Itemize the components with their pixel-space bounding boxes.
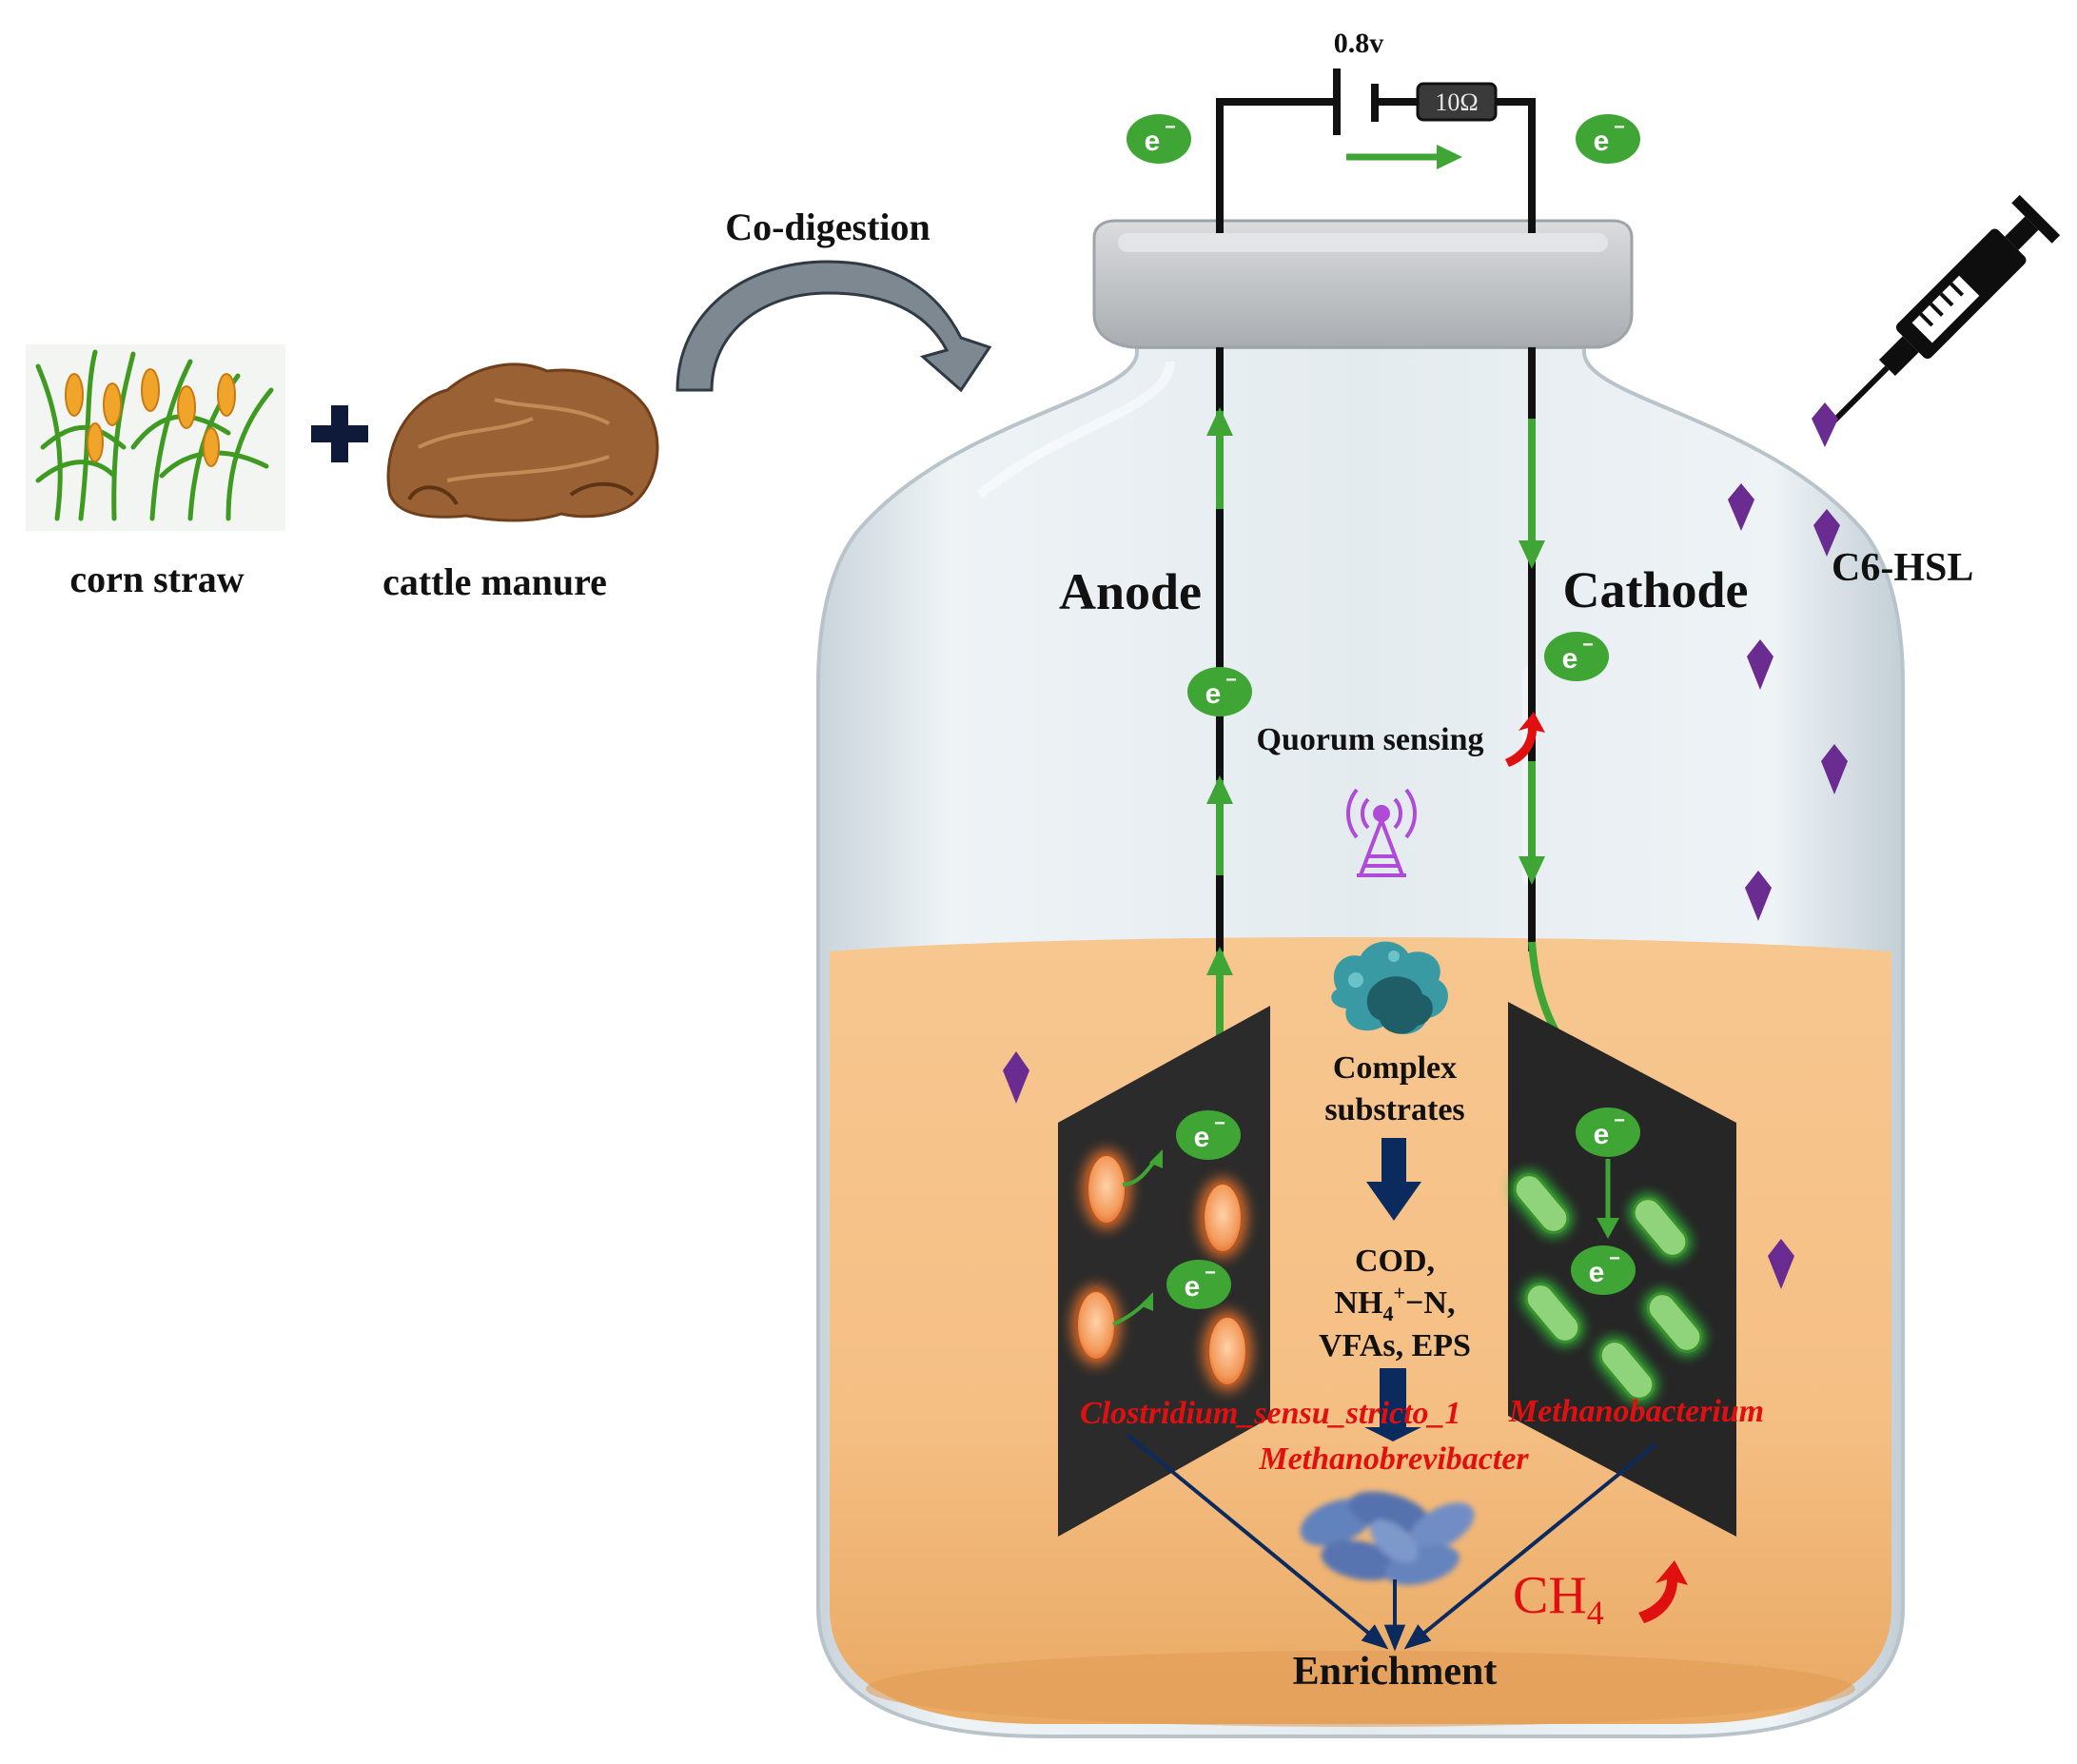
voltage-label: 0.8v [1334,28,1384,59]
svg-text:−: − [1205,1263,1216,1284]
external-circuit [1216,98,1536,233]
curved-arrow-icon [676,260,992,393]
svg-text:−: − [1582,635,1594,656]
svg-text:e: e [1205,678,1222,710]
svg-text:e: e [1185,1271,1201,1303]
cattle-manure-label: cattle manure [382,560,607,603]
electron-badge-anode-1: e − [1176,1110,1241,1160]
resistor-icon: 10Ω [1416,82,1498,122]
syringe-icon [1831,194,2061,424]
complex-substrates-line2: substrates [1324,1092,1464,1127]
svg-text:e: e [1145,126,1161,157]
methane-up-arrow-icon [1638,1560,1688,1623]
complex-substrates-line1: Complex [1333,1050,1457,1086]
signal-tower-icon [1346,788,1417,877]
anode-bacteria [1071,1149,1252,1391]
enrichment-arrows [1126,1433,1657,1652]
up-arrow-icon [1505,712,1545,767]
metrics-line2: NH4+−N, [1335,1281,1456,1325]
enrichment-label: Enrichment [1293,1650,1498,1694]
microbe-cluster-icon [1300,1491,1475,1586]
svg-text:e: e [1194,1122,1210,1153]
metrics-line1: COD, [1355,1244,1435,1279]
electron-badge-circuit-left: e − [1127,114,1191,164]
svg-text:−: − [1609,1248,1620,1269]
corn-plant-icon [26,344,285,531]
electron-badge-circuit-right: e − [1576,114,1640,164]
co-digestion-label: Co-digestion [725,206,931,248]
plus-icon [311,405,368,462]
battery-icon [1333,69,1379,135]
quorum-sensing-label: Quorum sensing [1257,722,1484,757]
bottle-cap [1092,219,1634,349]
methanobrevibacter-label: Methanobrevibacter [1258,1441,1529,1477]
electron-badge-cathode-2: e − [1571,1245,1636,1295]
electron-badge-cathode-wire: e − [1544,632,1609,681]
down-arrow-1 [1366,1138,1421,1221]
methane-label: CH4 [1513,1566,1604,1632]
svg-text:−: − [1165,117,1176,138]
cathode-bacteria [1510,1159,1706,1404]
svg-text:−: − [1225,670,1237,691]
cathode-label: Cathode [1562,561,1748,618]
anode-label: Anode [1059,563,1202,620]
svg-text:−: − [1214,1113,1225,1134]
methanobacterium-label: Methanobacterium [1508,1394,1764,1429]
svg-text:e: e [1562,643,1578,675]
cattle-manure-icon [386,363,659,522]
resistor-label: 10Ω [1435,88,1478,116]
svg-text:e: e [1594,126,1610,157]
clostridium-label: Clostridium_sensu_stricto_1 [1080,1396,1461,1431]
c6-hsl-label: C6-HSL [1832,546,1973,590]
svg-text:e: e [1589,1257,1605,1288]
complex-substrate-icon [1331,941,1448,1035]
metrics-line3: VFAs, EPS [1319,1328,1471,1363]
c6-hsl-molecules [1003,402,1848,1289]
electron-badge-cathode-1: e − [1576,1107,1640,1157]
corn-straw-label: corn straw [69,558,244,600]
electron-badge-anode-2: e − [1166,1260,1231,1309]
svg-text:−: − [1614,117,1625,138]
down-arrow-2 [1364,1368,1421,1441]
electron-badge-anode-wire: e − [1187,667,1252,716]
svg-text:−: − [1614,1110,1625,1131]
svg-text:e: e [1594,1119,1610,1150]
